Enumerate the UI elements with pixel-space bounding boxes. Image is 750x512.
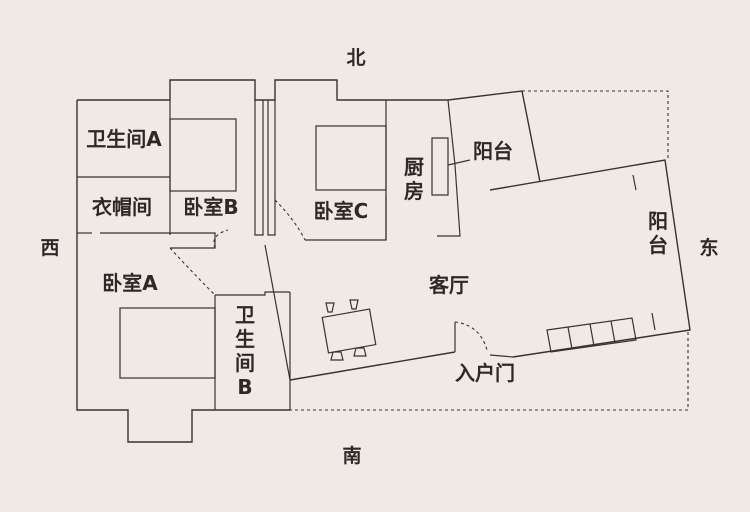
south-label: 南 [342,445,361,467]
room-kitchen: 厨房 [404,155,424,203]
room-balcony-north: 阳台 [473,139,513,163]
shoe-cabinet [546,317,637,353]
room-bedroom-b: 卧室B [183,195,238,219]
room-closet: 衣帽间 [92,195,152,219]
dining-table [321,299,377,361]
north-label: 北 [346,47,365,69]
room-living-room: 客厅 [428,273,469,297]
doors [169,199,514,358]
bed-a [119,307,216,379]
room-bathroom-a: 卫生间A [86,127,162,151]
bed-b [169,118,237,192]
room-bedroom-c: 卧室C [314,199,369,223]
bed-c [315,125,387,191]
exterior-walls [76,79,691,443]
dashed-boundary [290,90,689,411]
room-entrance: 入户门 [455,361,515,385]
interior-walls [77,99,656,410]
east-label: 东 [699,236,718,259]
room-balcony-east: 阳台 [648,209,668,257]
room-bedroom-a: 卧室A [102,271,158,295]
west-label: 西 [40,237,59,259]
furniture [119,118,637,379]
